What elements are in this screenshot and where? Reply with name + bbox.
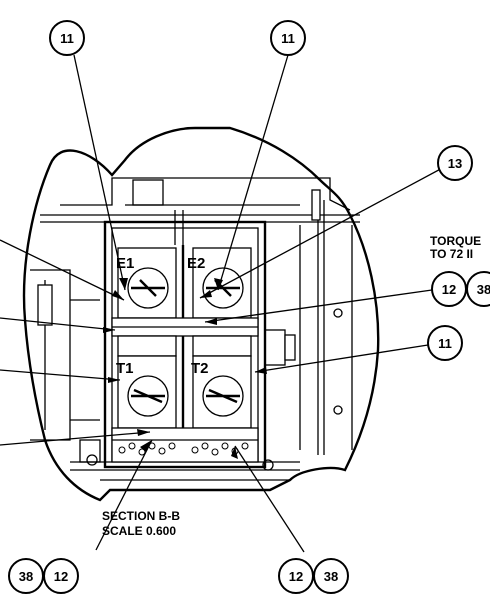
balloon-12-bottom-right: 12 <box>278 558 314 594</box>
section-title: SECTION B-B <box>102 509 180 523</box>
hole <box>333 405 343 415</box>
svg-text:11: 11 <box>281 31 295 46</box>
svg-text:38: 38 <box>19 569 33 584</box>
top-nub <box>132 179 164 206</box>
svg-text:12: 12 <box>289 569 303 584</box>
right-frame <box>299 200 353 455</box>
svg-text:11: 11 <box>60 31 74 46</box>
svg-text:38: 38 <box>324 569 338 584</box>
terminal-label-e2: E2 <box>187 255 205 272</box>
balloon-11-right: 11 <box>427 325 463 361</box>
left-frame <box>30 269 100 441</box>
terminal-label-t1: T1 <box>116 360 134 377</box>
svg-text:12: 12 <box>54 569 68 584</box>
balloon-11-top-left: 11 <box>49 20 85 56</box>
torque-note-line1: TORQUE <box>430 234 481 248</box>
section-outline <box>22 126 380 502</box>
terminal-block-frame <box>103 220 267 469</box>
leader-arrowheads <box>103 278 267 459</box>
svg-text:11: 11 <box>438 336 452 351</box>
balloon-13: 13 <box>437 145 473 181</box>
balloon-38-bottom-right: 38 <box>313 558 349 594</box>
balloon-38-upper: 38 <box>466 271 490 307</box>
svg-text:38: 38 <box>477 282 490 297</box>
svg-text:13: 13 <box>448 156 462 171</box>
section-scale: SCALE 0.600 <box>102 524 176 538</box>
balloon-11-top-right: 11 <box>270 20 306 56</box>
leader-lines <box>0 54 449 553</box>
balloon-38-bottom-left: 38 <box>8 558 44 594</box>
svg-text:12: 12 <box>442 282 456 297</box>
hole <box>333 308 343 318</box>
terminal-label-t2: T2 <box>191 360 209 377</box>
balloon-12-bottom-left: 12 <box>43 558 79 594</box>
balloon-12-upper: 12 <box>431 271 467 307</box>
clamp-holes <box>118 442 249 456</box>
torque-note-line2: TO 72 II <box>430 247 473 261</box>
